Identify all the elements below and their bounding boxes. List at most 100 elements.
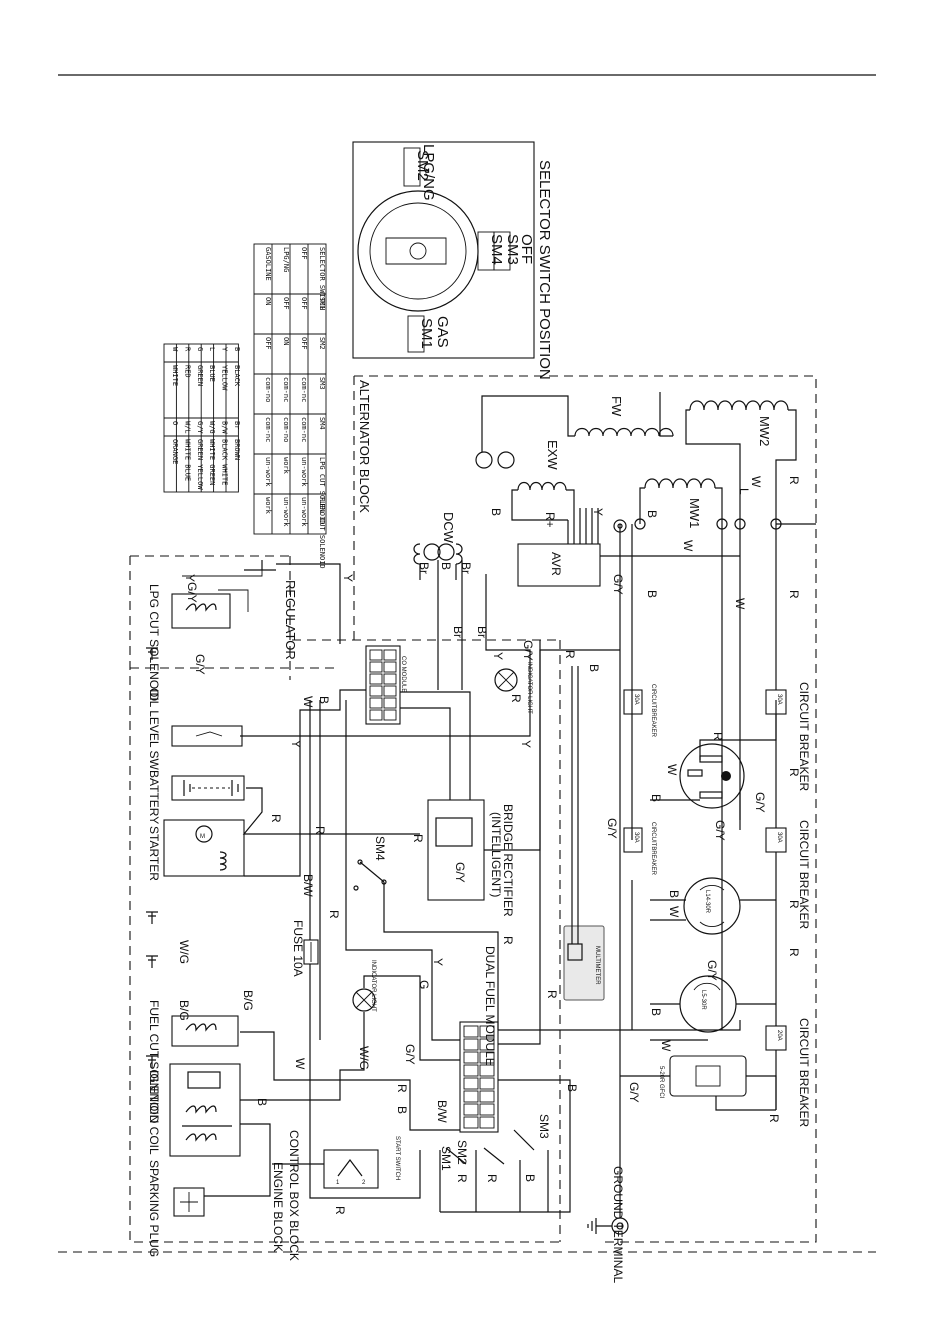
- color-table-cell: WHITE BLUE: [183, 439, 191, 481]
- l5-30r-label: L5-30R: [700, 990, 706, 1010]
- color-table-cell: L: [208, 347, 216, 351]
- wire-label: Y: [431, 958, 445, 966]
- wire-label: Y: [591, 508, 605, 516]
- circuit-breaker-rating: 20A: [776, 1030, 782, 1041]
- wire-label: B: [317, 696, 331, 704]
- wire-label: B: [649, 1008, 663, 1016]
- mw1-winding: MW1: [639, 478, 723, 528]
- color-table-cell: G/Y: [196, 421, 204, 434]
- wire-label: Br: [459, 562, 473, 574]
- switch-table-cell: work: [282, 457, 290, 475]
- regulator-label: REGULATOR: [283, 580, 298, 660]
- dual-fuel-module-pin: [479, 1038, 495, 1051]
- wire-label: B/W: [435, 1100, 449, 1123]
- co-module-pin: [369, 649, 383, 661]
- wire-label: G/Y: [521, 640, 535, 661]
- alternator-block-boundary: [354, 375, 817, 1243]
- wire-label: W: [667, 906, 681, 918]
- fuel-cut-solenoid: FUEL CUT SOLENOID: [147, 1000, 239, 1124]
- selector-switch-panel: SELECTOR SWITCH POSITION OFF SM3 SM4 GAS…: [352, 141, 553, 380]
- wire-label: W: [659, 1040, 673, 1052]
- wire-label: G/Y: [713, 820, 727, 841]
- switch-table-cell: un-work: [282, 497, 290, 527]
- circuit-breaker-small: [623, 827, 643, 853]
- wire-label: R: [509, 694, 523, 703]
- wire-label: R+: [543, 512, 557, 528]
- ground-terminal: GROUND TERMINAL: [587, 1166, 629, 1283]
- switch-table-cell: un-work: [300, 457, 308, 487]
- ground-symbols: [146, 647, 158, 1068]
- dual-fuel-module-pin: [479, 1051, 495, 1064]
- co-module-pin: [369, 673, 383, 685]
- wire-label: R: [787, 900, 801, 909]
- wire-label: Y: [289, 740, 303, 748]
- co-module-pin: [383, 649, 397, 661]
- wire-label: G/Y: [403, 1044, 417, 1065]
- circuit-breaker-rating: 30A: [776, 832, 782, 843]
- wire-label: G/Y: [627, 1082, 641, 1103]
- switch-table-cell: com-no: [264, 377, 272, 402]
- color-table-cell: BLACK: [233, 365, 241, 387]
- lpg-cut-solenoid: LPG CUT SOLENOID REGULATOR: [147, 570, 298, 701]
- sm3-label: SM3: [537, 1114, 551, 1139]
- color-table-cell: O: [171, 421, 179, 425]
- bridge-rectifier-sub: (INTELLIGENT): [489, 812, 503, 897]
- wire-label: Y: [491, 652, 505, 660]
- wire-label: R: [485, 1174, 499, 1183]
- switch-table-cell: OFF: [300, 297, 308, 310]
- color-table-cell: Br: [233, 421, 241, 429]
- switch-table-cell: com-nc: [300, 377, 308, 402]
- color-table-cell: W: [171, 347, 179, 352]
- svg-text:1: 1: [336, 1180, 340, 1186]
- color-table-cell: R: [183, 347, 191, 352]
- sm4-label: SM4: [373, 836, 387, 861]
- engine-block-label: ENGINE BLOCK: [271, 1162, 285, 1252]
- wire-label: W/G: [357, 1046, 371, 1070]
- dual-fuel-module-pin: [463, 1090, 479, 1103]
- starter-motor-symbol: M: [200, 834, 205, 840]
- wire-label: R: [787, 948, 801, 957]
- circuit-breaker-rating: 30A: [633, 694, 639, 705]
- color-table-cell: GREEN YELLOW: [196, 439, 204, 490]
- mw2-label: MW2: [757, 416, 772, 446]
- dual-fuel-module-pin: [479, 1077, 495, 1090]
- avr-box: [517, 543, 601, 587]
- wire-label: R: [327, 910, 341, 919]
- start-switch-label: START SWITCH: [394, 1136, 400, 1180]
- wire-label: Y: [341, 574, 355, 582]
- selector-title: SELECTOR SWITCH POSITION: [536, 160, 553, 380]
- gfci-receptacle: 5-20R GFCI: [658, 1055, 747, 1099]
- wire-label: G/Y: [185, 582, 199, 603]
- co-module-pin: [383, 661, 397, 673]
- wire-label: Br: [475, 626, 489, 638]
- wire-label: B: [523, 1174, 537, 1182]
- mw2-winding: MW2: [685, 400, 797, 524]
- battery: BATTERY: [147, 770, 245, 824]
- co-module-pin: [383, 673, 397, 685]
- color-table-cell: B/W: [221, 421, 229, 434]
- starter: M STARTER: [147, 819, 245, 881]
- color-table-cell: G: [196, 347, 204, 351]
- fw-label: FW: [609, 396, 624, 417]
- wire-label: G/Y: [611, 574, 625, 595]
- wire-label: R: [767, 1114, 781, 1123]
- oil-level-sw-label: OIL LEVEL SW: [147, 688, 161, 770]
- co-module-pin: [383, 709, 397, 721]
- wire-label: W: [749, 476, 763, 488]
- selector-gas: GAS: [434, 316, 451, 348]
- wire-label: B: [489, 508, 503, 516]
- dual-fuel-module: DUAL FUEL MODULE: [459, 946, 499, 1133]
- switch-table-cell: un-work: [300, 497, 308, 527]
- indicator-light-lower-label: INDICATOR LIGHT: [370, 960, 376, 1012]
- wire-label: B: [395, 1106, 409, 1114]
- indicator-light-lower: INDICATOR LIGHT: [352, 960, 376, 1012]
- switch-table-cell: work: [264, 497, 272, 515]
- wire-label: R: [787, 476, 801, 485]
- wire-label: G/Y: [705, 960, 719, 981]
- selector-sm3: SM3: [504, 234, 521, 265]
- wire-label: B: [565, 1084, 579, 1092]
- wire-label: L: [737, 488, 751, 495]
